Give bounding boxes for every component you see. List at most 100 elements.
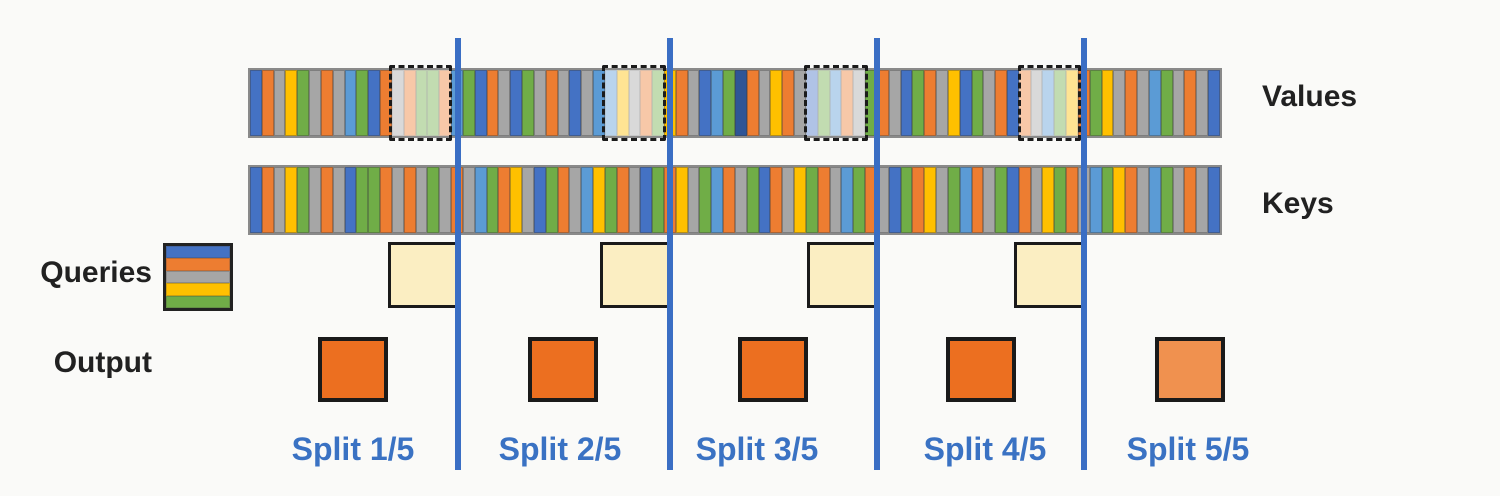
bar-stripe (746, 70, 759, 136)
bar-stripe (391, 167, 404, 233)
bar-stripe (723, 70, 735, 136)
bar-stripe (415, 167, 428, 233)
bar-stripe (616, 167, 629, 233)
split-divider-line (1081, 38, 1087, 470)
output-block (528, 337, 598, 402)
bar-stripe (593, 70, 605, 136)
bar-stripe (510, 70, 523, 136)
bar-stripe (261, 70, 274, 136)
bar-stripe (285, 167, 298, 233)
bar-stripe (273, 167, 286, 233)
bar-stripe (805, 167, 818, 233)
bar-stripe (1030, 167, 1043, 233)
bar-stripe (474, 167, 487, 233)
bar-stripe (817, 167, 830, 233)
bar-stripe (522, 70, 534, 136)
split-divider-line (667, 38, 673, 470)
queries-stack-stripe (166, 295, 230, 309)
bar-stripe (545, 70, 558, 136)
bar-stripe (924, 167, 937, 233)
bar-stripe (309, 167, 321, 233)
bar-stripe (995, 70, 1007, 136)
split-label: Split 3/5 (695, 431, 819, 467)
bar-stripe (427, 70, 440, 136)
bar-stripe (853, 70, 866, 136)
bar-stripe (498, 70, 511, 136)
bar-stripe (1113, 167, 1126, 233)
bar-stripe (1030, 70, 1043, 136)
bar-stripe (900, 70, 913, 136)
bar-stripe (498, 167, 511, 233)
bar-stripe (746, 167, 759, 233)
bar-stripe (829, 70, 842, 136)
bar-stripe (297, 167, 310, 233)
bar-stripe (723, 167, 735, 233)
bar-stripe (841, 70, 854, 136)
bar-stripe (1172, 167, 1185, 233)
bar-stripe (533, 70, 546, 136)
bar-stripe (1054, 167, 1067, 233)
bar-stripe (569, 167, 582, 233)
bar-stripe (380, 167, 392, 233)
bar-stripe (1089, 70, 1102, 136)
bar-stripe (250, 70, 262, 136)
keys-label: Keys (1262, 187, 1334, 220)
bar-stripe (959, 167, 972, 233)
bar-stripe (616, 70, 629, 136)
bar-stripe (971, 70, 984, 136)
bar-stripe (427, 167, 440, 233)
bar-stripe (320, 167, 333, 233)
bar-stripe (344, 70, 357, 136)
bar-stripe (1208, 70, 1220, 136)
bar-stripe (794, 167, 806, 233)
bar-stripe (711, 167, 724, 233)
bar-stripe (356, 167, 369, 233)
bar-stripe (368, 167, 381, 233)
bar-stripe (356, 70, 369, 136)
bar-stripe (841, 167, 854, 233)
bar-stripe (1007, 70, 1019, 136)
bar-stripe (462, 167, 475, 233)
bar-stripe (959, 70, 972, 136)
bar-stripe (900, 167, 913, 233)
bar-stripe (273, 70, 286, 136)
query-block (600, 242, 670, 308)
bar-stripe (510, 167, 523, 233)
bar-stripe (995, 167, 1007, 233)
bar-stripe (1066, 167, 1078, 233)
output-label: Output (53, 346, 152, 379)
queries-stack-stripe (166, 270, 230, 284)
bar-stripe (462, 70, 475, 136)
bar-stripe (758, 70, 771, 136)
bar-stripe (912, 167, 925, 233)
bar-stripe (391, 70, 404, 136)
bar-stripe (936, 70, 948, 136)
bar-stripe (581, 167, 594, 233)
bar-stripe (770, 167, 783, 233)
bar-stripe (1018, 70, 1031, 136)
bar-stripe (1160, 167, 1173, 233)
bar-stripe (947, 70, 960, 136)
bar-stripe (1007, 167, 1019, 233)
bar-stripe (1184, 70, 1197, 136)
bar-stripe (888, 70, 901, 136)
bar-stripe (770, 70, 783, 136)
bar-stripe (640, 70, 653, 136)
values-bar (248, 68, 1222, 138)
bar-stripe (817, 70, 830, 136)
bar-stripe (1042, 70, 1055, 136)
bar-stripe (545, 167, 558, 233)
bar-stripe (439, 167, 452, 233)
bar-stripe (1018, 167, 1031, 233)
bar-stripe (699, 167, 712, 233)
queries-color-stack (163, 243, 233, 311)
values-label: Values (1262, 80, 1358, 113)
bar-stripe (1101, 167, 1114, 233)
bar-stripe (971, 167, 984, 233)
keys-bar (248, 165, 1222, 235)
bar-stripe (1066, 70, 1078, 136)
bar-stripe (1042, 167, 1055, 233)
bar-stripe (403, 70, 416, 136)
split-label: Split 2/5 (498, 431, 622, 467)
